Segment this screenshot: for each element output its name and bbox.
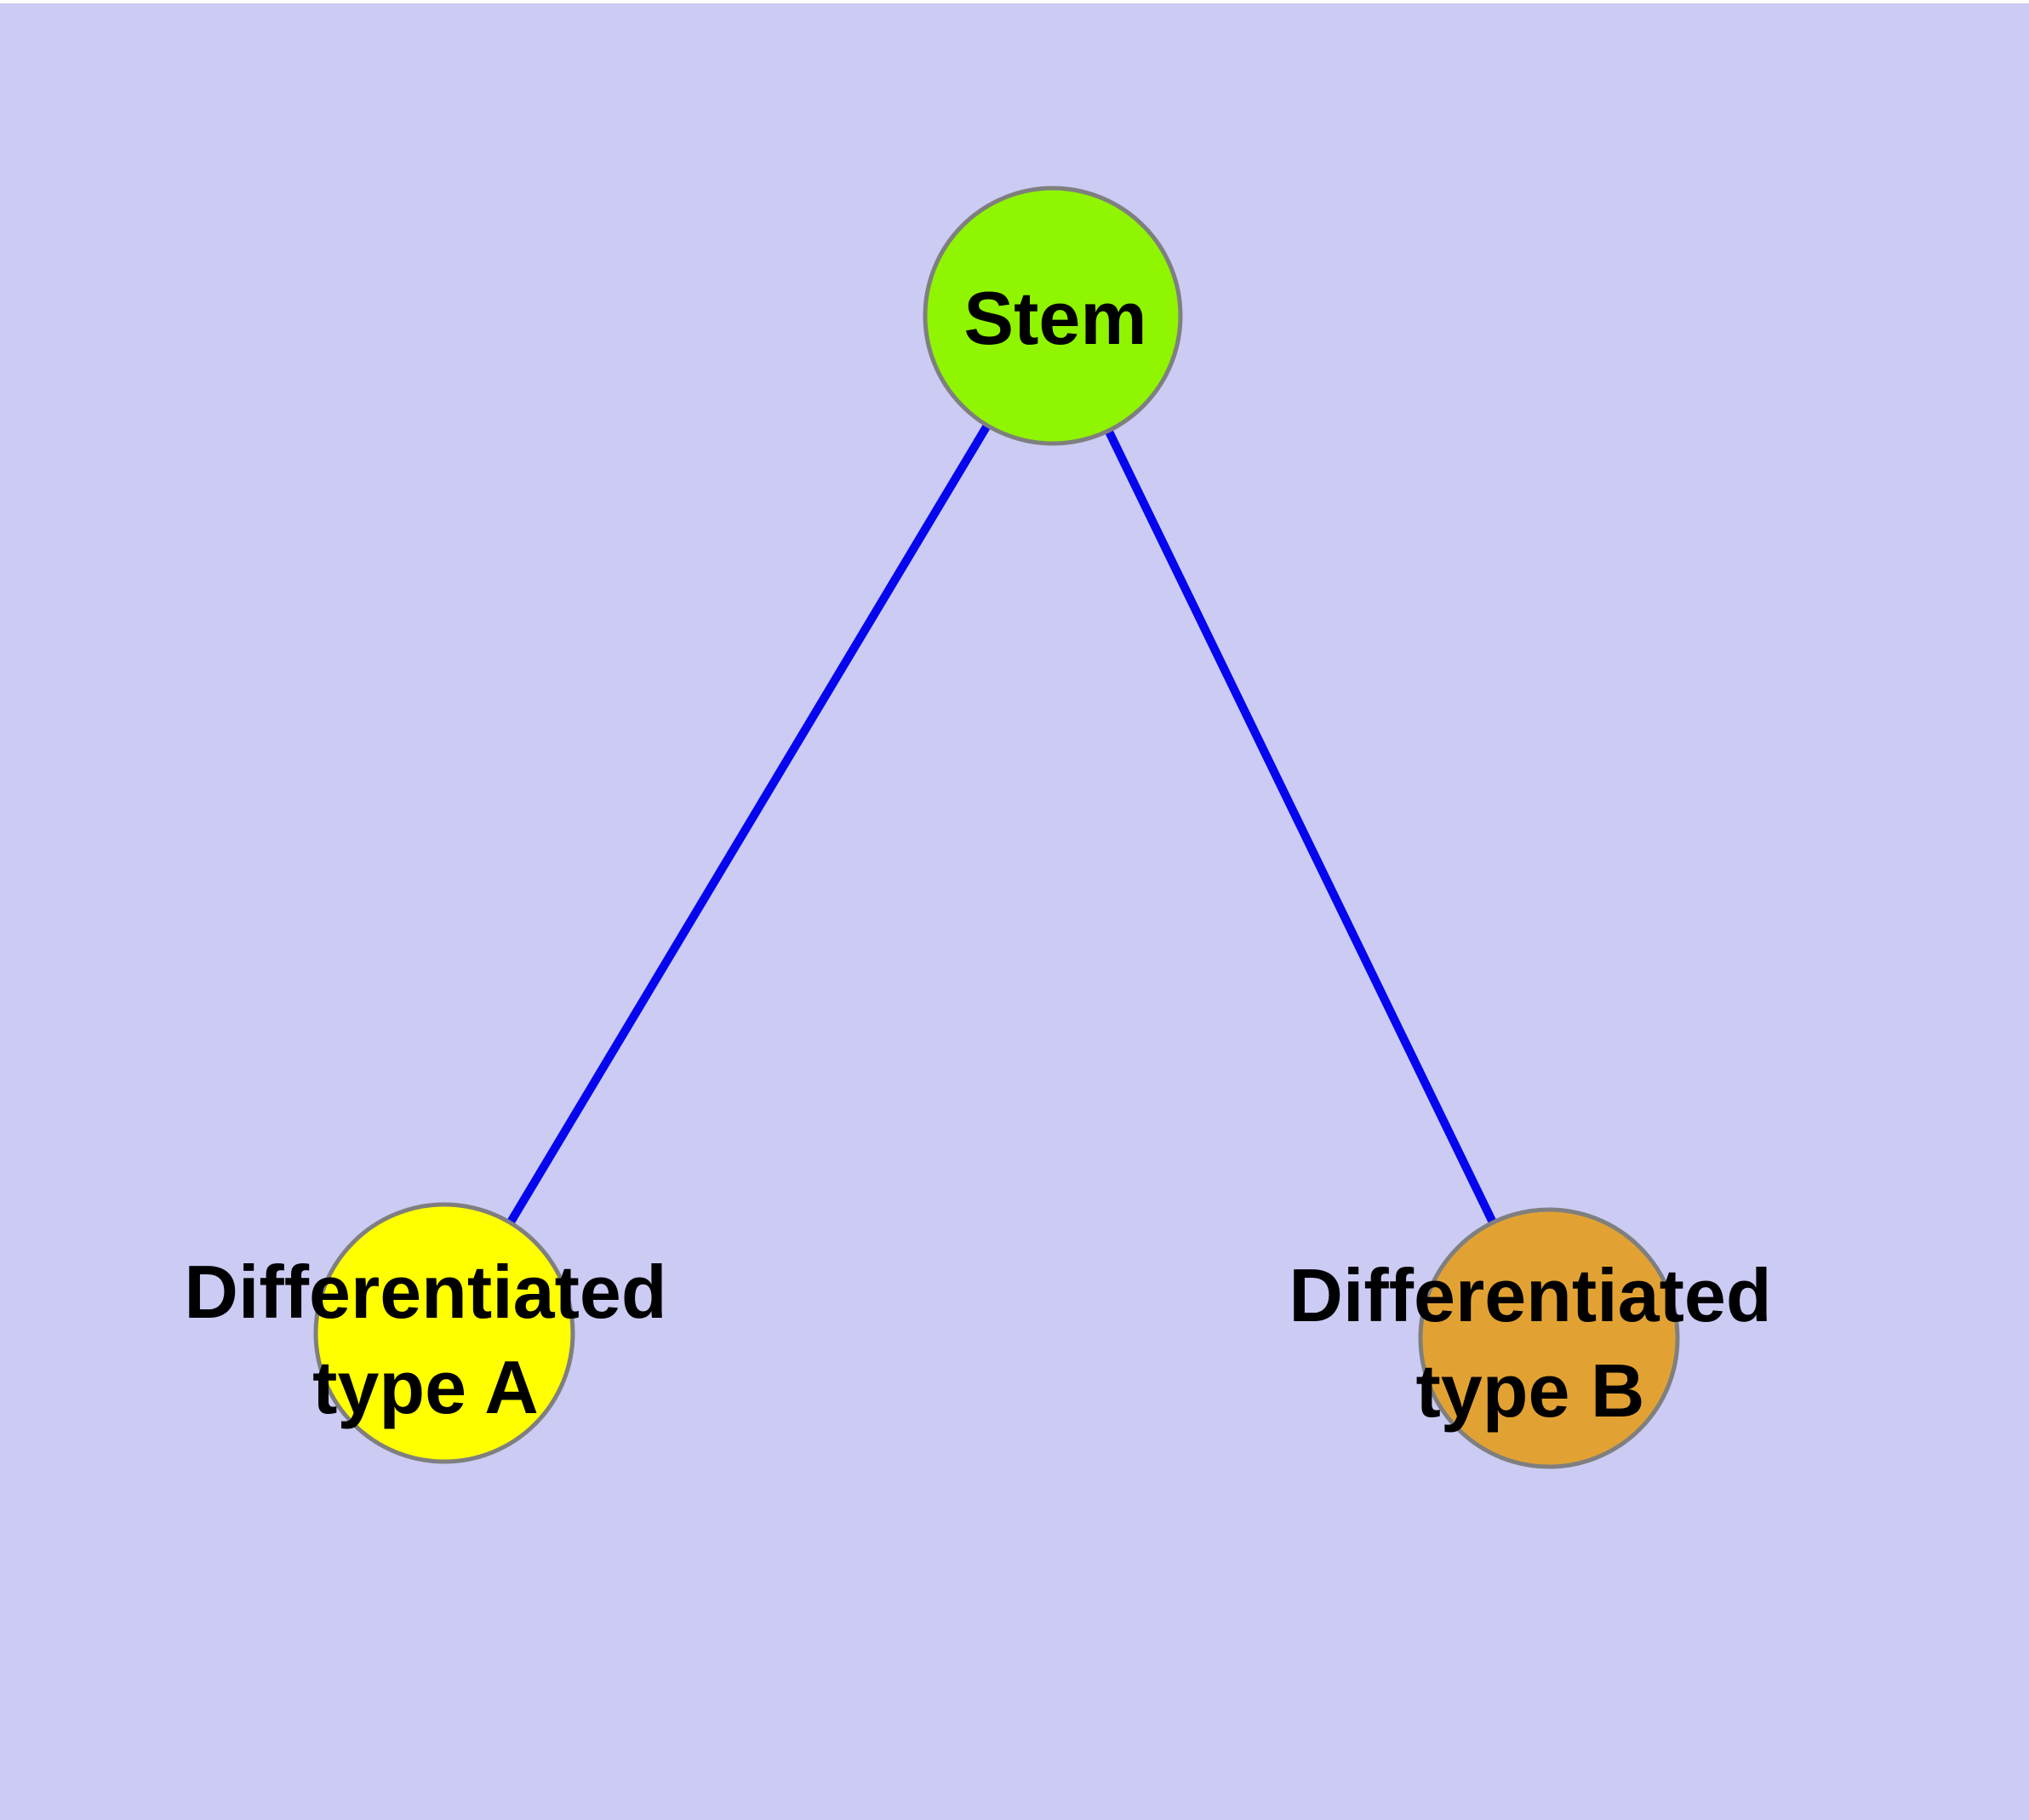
node-differentiated-type-b [1418,1207,1680,1469]
edge-stem-to-differentiated-type-b [1049,313,1553,1341]
node-stem [923,186,1183,446]
node-differentiated-type-a [313,1202,575,1464]
edge-stem-to-differentiated-type-a [440,313,1057,1336]
node-label-differentiated-type-b-line1: Differentiated [1289,1253,1771,1337]
top-strip [0,0,2029,3]
node-label-stem: Stem [963,276,1146,360]
node-label-differentiated-type-a-line2: type A [312,1345,539,1429]
node-label-differentiated-type-b-line2: type B [1416,1348,1645,1433]
node-label-differentiated-type-a-line1: Differentiated [184,1250,666,1334]
